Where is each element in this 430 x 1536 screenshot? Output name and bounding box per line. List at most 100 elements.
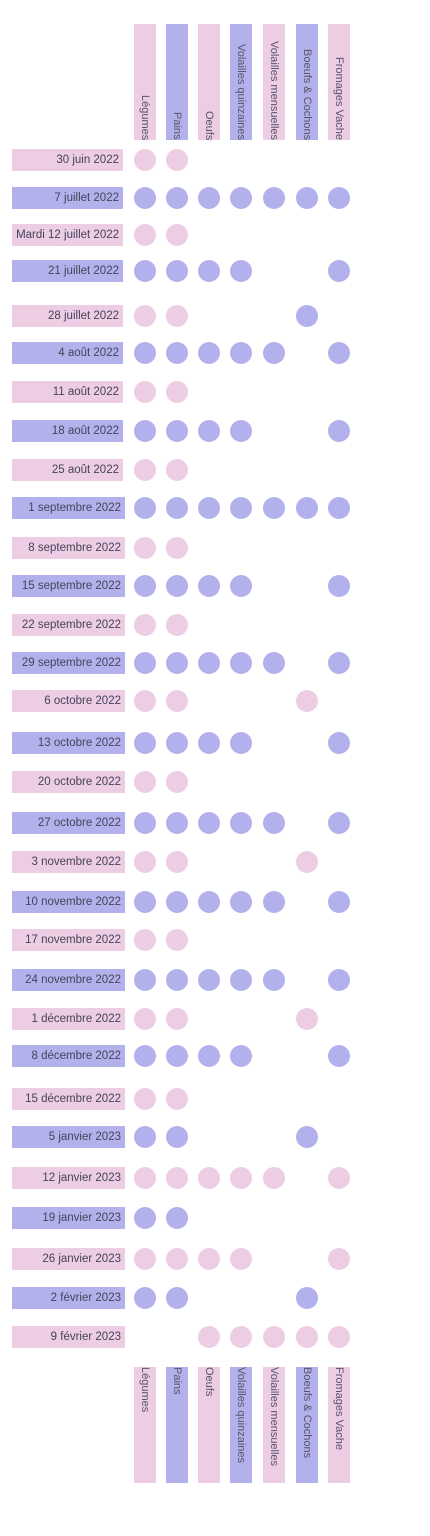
delivery-dot: [166, 305, 188, 327]
delivery-dot: [198, 1326, 220, 1348]
delivery-dot: [134, 224, 156, 246]
delivery-dot: [134, 652, 156, 674]
delivery-dot: [198, 342, 220, 364]
date-label: 1 décembre 2022: [12, 1008, 125, 1030]
delivery-dot: [134, 1167, 156, 1189]
delivery-dot: [263, 342, 285, 364]
delivery-dot: [230, 812, 252, 834]
column-header-top: Fromages Vache: [328, 24, 350, 140]
date-label: 27 octobre 2022: [12, 812, 125, 834]
delivery-dot: [134, 1287, 156, 1309]
delivery-dot: [328, 1167, 350, 1189]
date-label: 15 septembre 2022: [12, 575, 125, 597]
delivery-dot: [166, 969, 188, 991]
delivery-dot: [328, 652, 350, 674]
delivery-dot: [328, 812, 350, 834]
delivery-dot: [166, 381, 188, 403]
column-header-top: Oeufs: [198, 24, 220, 140]
column-header-label: Boeufs & Cochons: [301, 48, 313, 140]
date-label: 30 juin 2022: [12, 149, 123, 171]
delivery-dot: [134, 149, 156, 171]
date-label: 9 février 2023: [12, 1326, 125, 1348]
delivery-dot: [230, 497, 252, 519]
date-label: 2 février 2023: [12, 1287, 125, 1309]
delivery-dot: [198, 420, 220, 442]
delivery-dot: [134, 1248, 156, 1270]
delivery-dot: [166, 929, 188, 951]
delivery-dot: [230, 342, 252, 364]
date-label: 28 juillet 2022: [12, 305, 123, 327]
delivery-dot: [134, 969, 156, 991]
delivery-dot: [328, 342, 350, 364]
delivery-dot: [263, 497, 285, 519]
delivery-dot: [134, 1088, 156, 1110]
column-header-label: Volailles mensuelles: [268, 1367, 280, 1467]
delivery-dot: [198, 1045, 220, 1067]
delivery-dot: [230, 1167, 252, 1189]
delivery-dot: [230, 1326, 252, 1348]
delivery-dot: [296, 1126, 318, 1148]
date-label: 26 janvier 2023: [12, 1248, 125, 1270]
delivery-dot: [166, 771, 188, 793]
delivery-dot: [328, 260, 350, 282]
delivery-dot: [230, 575, 252, 597]
delivery-dot: [166, 652, 188, 674]
delivery-dot: [166, 1248, 188, 1270]
date-label: 18 août 2022: [12, 420, 123, 442]
delivery-dot: [230, 260, 252, 282]
delivery-dot: [328, 1045, 350, 1067]
delivery-dot: [198, 891, 220, 913]
delivery-dot: [328, 420, 350, 442]
date-label: 20 octobre 2022: [12, 771, 125, 793]
date-label: 11 août 2022: [12, 381, 123, 403]
delivery-dot: [263, 187, 285, 209]
delivery-dot: [166, 1088, 188, 1110]
column-header-bottom: Boeufs & Cochons: [296, 1367, 318, 1483]
date-label: 8 septembre 2022: [12, 537, 125, 559]
column-header-label: Volailles quinzaines: [235, 43, 247, 140]
delivery-dot: [166, 732, 188, 754]
delivery-dot: [134, 614, 156, 636]
delivery-dot: [134, 1207, 156, 1229]
date-label: 24 novembre 2022: [12, 969, 125, 991]
date-label: 29 septembre 2022: [12, 652, 125, 674]
date-label: Mardi 12 juillet 2022: [12, 224, 123, 246]
delivery-dot: [230, 1248, 252, 1270]
delivery-dot: [134, 929, 156, 951]
column-header-top: Volailles mensuelles: [263, 24, 285, 140]
delivery-dot: [263, 1326, 285, 1348]
column-header-bottom: Légumes: [134, 1367, 156, 1483]
delivery-dot: [328, 497, 350, 519]
delivery-dot: [263, 812, 285, 834]
delivery-dot: [134, 812, 156, 834]
delivery-dot: [134, 891, 156, 913]
date-label: 8 décembre 2022: [12, 1045, 125, 1067]
delivery-dot: [134, 690, 156, 712]
delivery-dot: [166, 851, 188, 873]
column-header-label: Fromages Vache: [333, 57, 345, 140]
date-label: 4 août 2022: [12, 342, 123, 364]
date-label: 10 novembre 2022: [12, 891, 125, 913]
delivery-dot: [134, 851, 156, 873]
delivery-dot: [230, 420, 252, 442]
column-header-label: Pains: [171, 112, 183, 140]
delivery-dot: [166, 149, 188, 171]
delivery-dot: [198, 187, 220, 209]
delivery-dot: [166, 1207, 188, 1229]
delivery-dot: [134, 771, 156, 793]
delivery-dot: [166, 614, 188, 636]
delivery-dot: [166, 187, 188, 209]
delivery-dot: [263, 1167, 285, 1189]
delivery-dot: [134, 732, 156, 754]
delivery-dot: [134, 305, 156, 327]
delivery-dot: [328, 1248, 350, 1270]
date-label: 7 juillet 2022: [12, 187, 123, 209]
delivery-dot: [166, 812, 188, 834]
delivery-dot: [328, 1326, 350, 1348]
delivery-dot: [230, 652, 252, 674]
date-label: 1 septembre 2022: [12, 497, 125, 519]
delivery-dot: [166, 1045, 188, 1067]
date-label: 6 octobre 2022: [12, 690, 125, 712]
delivery-dot: [296, 1326, 318, 1348]
delivery-dot: [166, 497, 188, 519]
